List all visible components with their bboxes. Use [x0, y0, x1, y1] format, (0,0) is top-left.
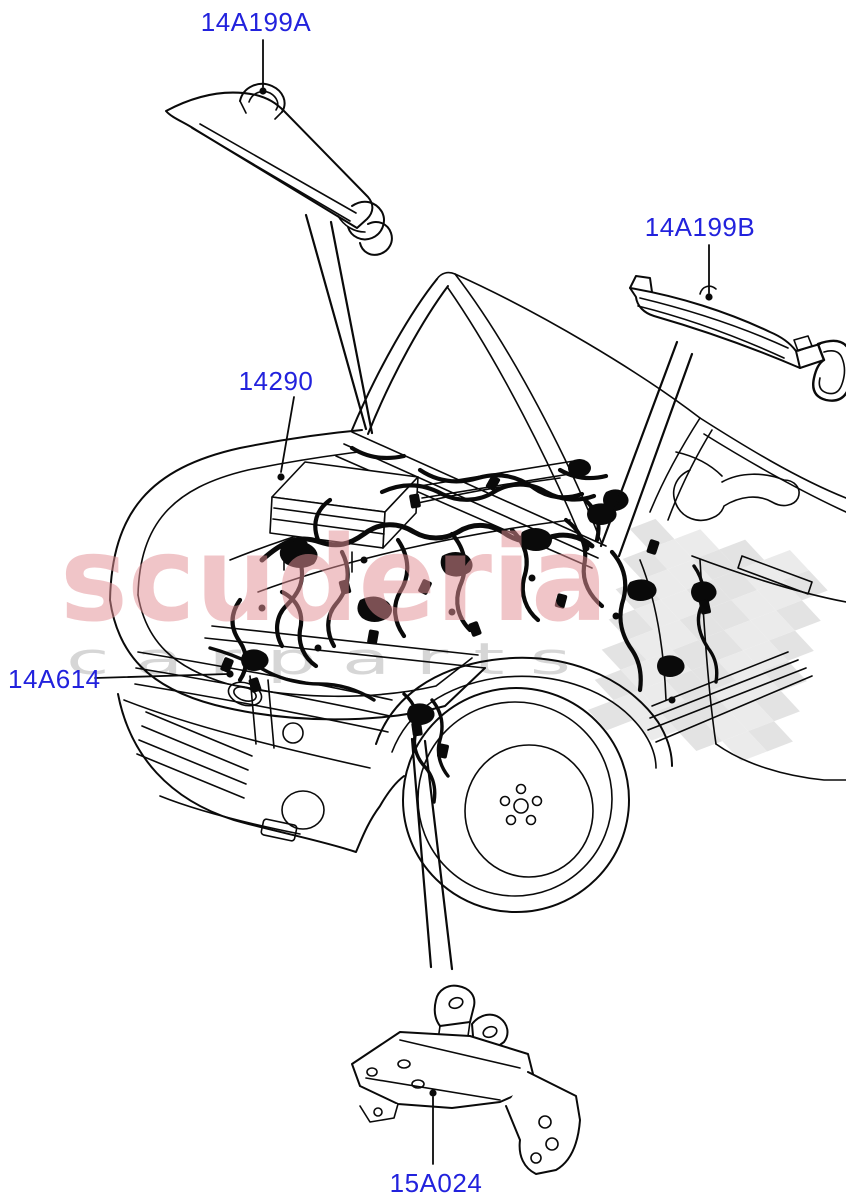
callout-14A199A: 14A199A — [201, 7, 374, 435]
part-code-label[interactable]: 15A024 — [390, 1168, 483, 1198]
checker-diamond — [729, 700, 775, 732]
checker-diamond — [594, 669, 640, 701]
checker-diamond — [672, 640, 718, 671]
checker-diamond — [677, 720, 723, 752]
part-code-label[interactable]: 14290 — [239, 366, 314, 396]
side-mirror-drawing — [672, 451, 800, 522]
checker-diamond — [782, 570, 828, 601]
part-cowl-trim-rh-drawing — [629, 275, 846, 402]
checker-diamond — [646, 650, 692, 681]
checker-diamond — [639, 680, 685, 711]
part-code-label[interactable]: 14A614 — [8, 664, 101, 694]
engine-module-box-drawing — [269, 459, 583, 573]
checker-diamond — [750, 610, 795, 641]
checker-diamond — [653, 619, 699, 651]
checker-diamond — [738, 559, 783, 591]
checker-diamond — [608, 609, 654, 640]
checker-diamond — [691, 660, 737, 691]
checker-diamond — [634, 599, 680, 630]
checker-diamond — [748, 721, 793, 752]
callout-14A199B: 14A199B — [599, 212, 755, 558]
checker-diamond — [719, 539, 765, 570]
checker-diamond — [698, 630, 744, 661]
checker-diamond — [757, 580, 802, 611]
checker-diamond — [684, 690, 730, 721]
checker-diamond — [587, 700, 633, 731]
checker-diamond — [724, 620, 770, 651]
pointer-line — [304, 213, 368, 431]
checker-diamond — [648, 539, 694, 570]
pointer-line — [329, 220, 374, 435]
checker-diamond — [717, 650, 763, 681]
leader-dot — [259, 87, 267, 95]
part-cowl-trim-lh-drawing — [165, 82, 393, 256]
checker-diamond — [665, 670, 711, 701]
part-code-label[interactable]: 14A199B — [645, 212, 755, 242]
checker-diamond — [632, 710, 678, 741]
leader-dot — [226, 670, 234, 678]
checker-diamond — [641, 569, 687, 600]
leader-dot — [429, 1089, 437, 1097]
checker-diamond — [762, 660, 807, 692]
front-wheel-drawing — [402, 687, 630, 913]
part-mounting-bracket-drawing — [351, 984, 581, 1175]
checker-diamond — [622, 549, 668, 580]
checker-diamond — [629, 518, 675, 550]
checker-diamond — [764, 549, 809, 581]
part-code-label[interactable]: 14A199A — [201, 7, 312, 37]
checker-diamond — [679, 609, 725, 641]
checker-diamond — [693, 549, 739, 580]
checker-diamond — [731, 590, 777, 621]
brand-badge-oval — [227, 681, 263, 707]
checker-diamond — [660, 589, 706, 620]
checker-diamond — [627, 629, 673, 660]
watermark-brand: scuderia — [60, 510, 608, 648]
callouts: 14A199A 14A199B 14290 14A614 — [8, 7, 755, 1198]
checker-diamond — [613, 690, 659, 721]
checker-diamond — [776, 600, 821, 631]
checker-diamond — [703, 710, 749, 742]
pointer-line — [599, 340, 679, 548]
checker-diamond — [674, 529, 720, 560]
checker-diamond — [620, 659, 666, 691]
checker-diamond — [601, 639, 647, 670]
callout-15A024: 15A024 — [390, 737, 483, 1198]
checker-diamond — [736, 670, 781, 701]
checker-diamond — [686, 579, 732, 610]
leader-line — [94, 673, 229, 679]
front-grille-bumper-drawing — [117, 651, 405, 853]
callout-14290: 14290 — [239, 366, 314, 481]
leader-line — [280, 396, 295, 473]
leader-dot — [277, 473, 285, 481]
pointer-line — [617, 352, 694, 558]
pointer-line — [423, 739, 454, 971]
pointer-line — [410, 737, 433, 969]
checker-diamond — [712, 569, 758, 601]
checker-diamond — [722, 731, 768, 762]
fog-lamp-drawing — [281, 790, 325, 830]
leader-dot — [705, 293, 713, 301]
checker-diamond — [755, 691, 800, 722]
checker-diamond — [769, 630, 814, 661]
callout-14A614: 14A614 — [8, 664, 234, 694]
checker-diamond — [658, 700, 704, 731]
checker-diamond — [743, 640, 788, 671]
checker-diamond — [667, 559, 713, 590]
checker-diamond — [710, 680, 756, 711]
checker-diamond — [615, 579, 661, 610]
checker-diamond — [705, 600, 751, 631]
checkered-flag-watermark — [587, 518, 828, 762]
